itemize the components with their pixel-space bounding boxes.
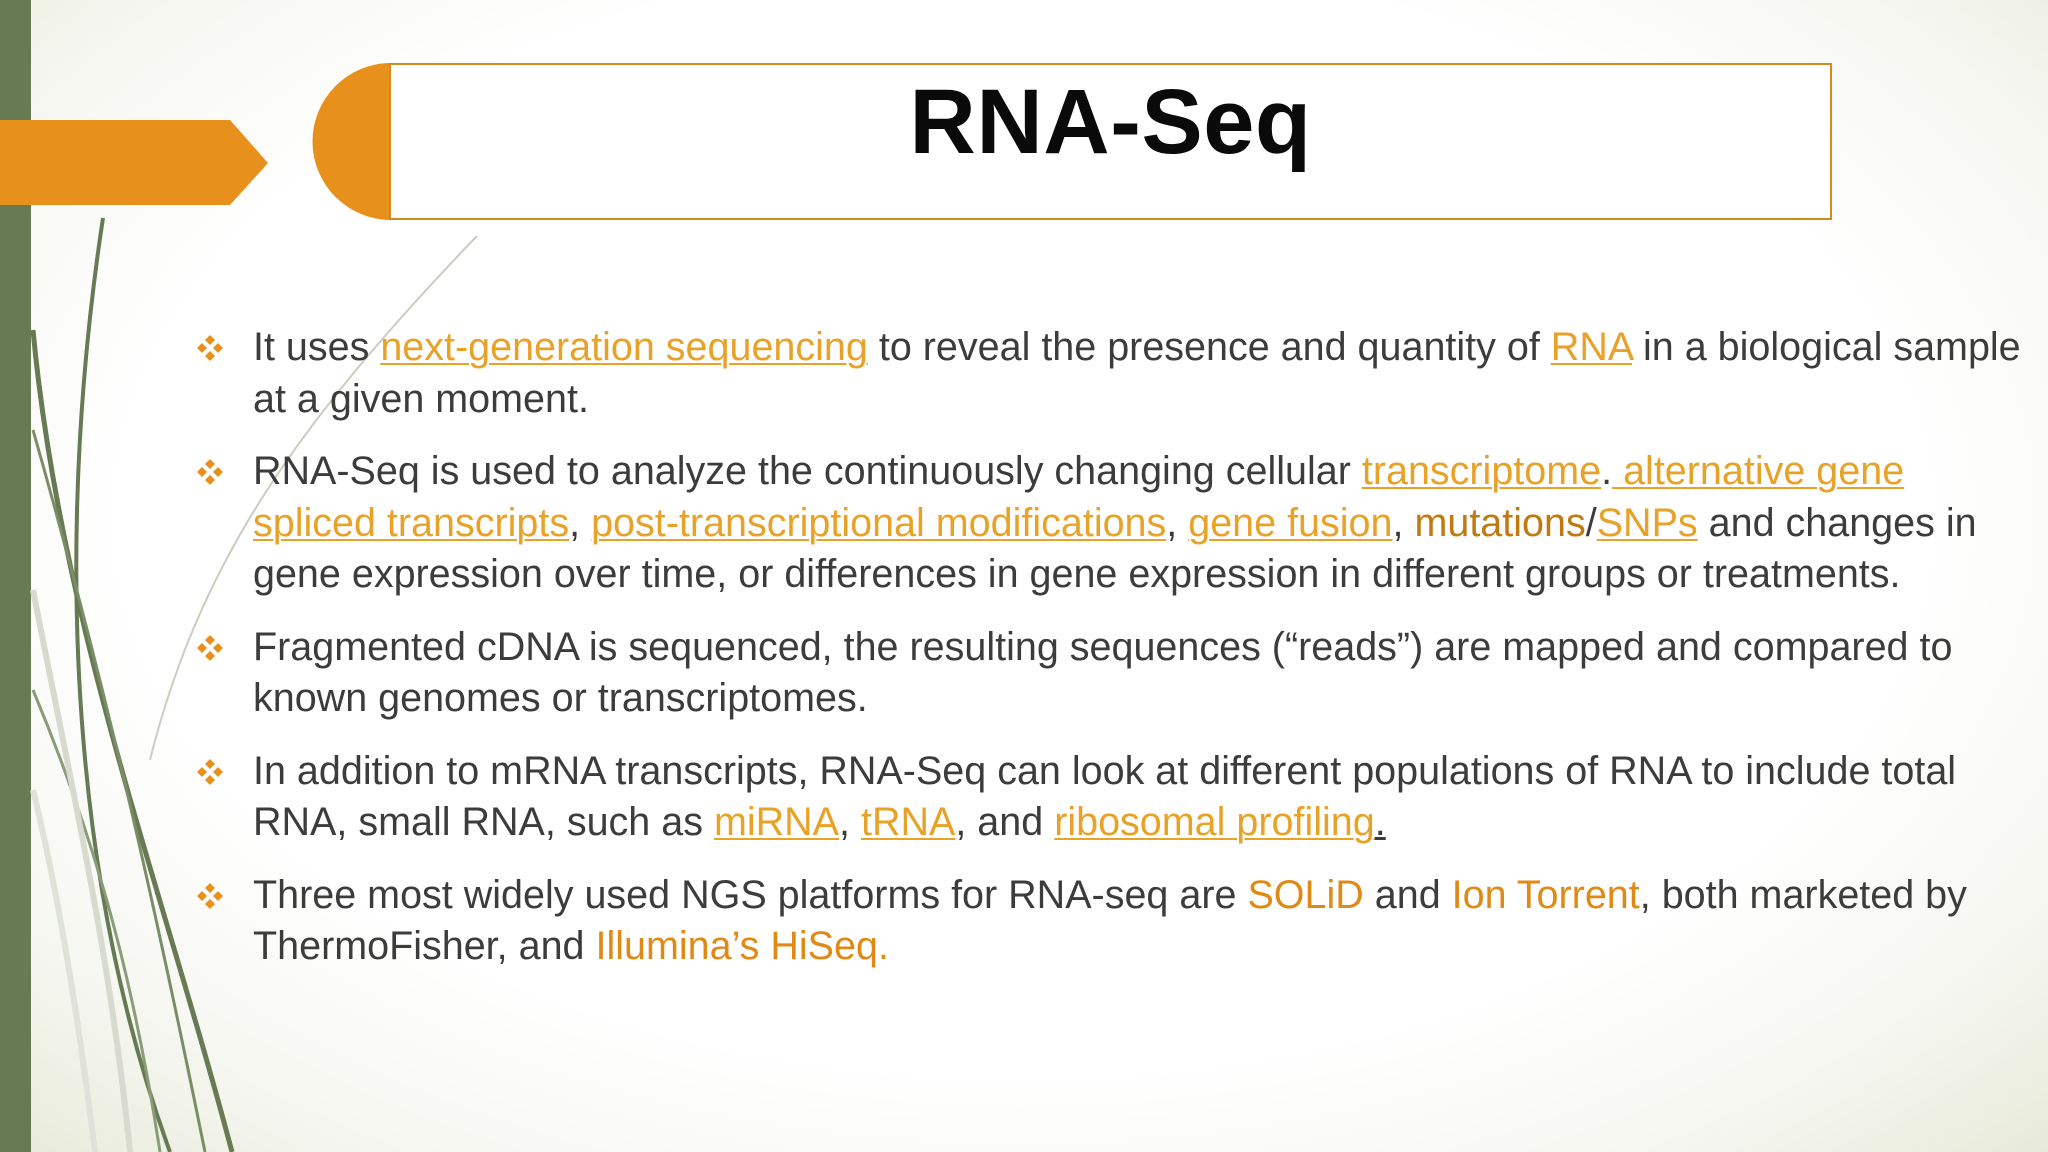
link-snps[interactable]: SNPs — [1596, 500, 1698, 545]
highlight-illumina-hiseq: Illumina’s HiSeq. — [595, 924, 889, 968]
link-next-generation-sequencing[interactable]: next-generation sequencing — [380, 325, 868, 369]
bullet-text: / — [1585, 500, 1597, 545]
bullet-text: In addition to mRNA transcripts, RNA-Seq… — [253, 748, 1957, 845]
highlight-solid: SOLiD — [1247, 872, 1364, 917]
bullet-text: in a biological sample at a given moment… — [253, 325, 2021, 421]
bullet-item: In addition to mRNA transcripts, RNA-Seq… — [195, 746, 2025, 849]
four-diamond-bullet-icon — [197, 758, 223, 785]
highlight-mutations: mutations — [1414, 500, 1586, 545]
bullet-text: , both marketed by ThermoFisher, and — [253, 872, 1967, 969]
bullet-text: It uses — [253, 325, 381, 369]
slide-title: RNA-Seq — [909, 71, 1312, 173]
bullet-text: . — [1374, 800, 1386, 844]
bullet-item: Three most widely used NGS platforms for… — [195, 870, 2025, 973]
title-half-circle — [312, 63, 391, 220]
bullet-text: . — [1601, 449, 1613, 493]
leaf-curve — [30, 589, 133, 1152]
arrow-shape — [0, 120, 268, 205]
bullet-item: RNA-Seq is used to analyze the continuou… — [195, 446, 2025, 601]
bullet-item: Fragmented cDNA is sequenced, the result… — [195, 622, 2025, 725]
bullet-text: to reveal the presence and quantity of — [867, 325, 1551, 369]
bullet-text: RNA-Seq is used to analyze the continuou… — [253, 449, 1362, 493]
bullet-list: It uses next-generation sequencing to re… — [195, 322, 2025, 994]
bullet-text: Fragmented cDNA is sequenced, the result… — [253, 624, 1953, 721]
four-diamond-bullet-icon — [197, 459, 223, 485]
bullet-text: , — [839, 800, 861, 844]
leaf-curve — [74, 217, 172, 1152]
title-box: RNA-Seq — [389, 63, 1832, 220]
leaf-curve — [149, 235, 478, 761]
bullet-text: , — [1166, 500, 1189, 545]
link-ribosomal-profiling[interactable]: ribosomal profiling — [1054, 800, 1375, 844]
four-diamond-bullet-icon — [197, 882, 223, 909]
link-post-transcriptional-modifications[interactable]: post-transcriptional modifications — [591, 500, 1167, 545]
bullet-text: and — [1363, 872, 1452, 917]
link-rna[interactable]: RNA — [1550, 325, 1633, 369]
bullet-text: , — [1392, 500, 1415, 545]
link-transcriptome[interactable]: transcriptome — [1361, 449, 1602, 493]
four-diamond-bullet-icon — [197, 335, 223, 361]
link-gene-fusion[interactable]: gene fusion — [1188, 500, 1393, 545]
bullet-text: and changes in gene expression over time… — [253, 500, 1977, 597]
link-trna[interactable]: tRNA — [860, 800, 956, 844]
bullet-item: It uses next-generation sequencing to re… — [195, 322, 2025, 425]
leaf-curve — [31, 429, 207, 1152]
link-mirna[interactable]: miRNA — [713, 800, 840, 844]
leaf-curve — [31, 689, 162, 1152]
bullet-text: , — [569, 500, 592, 545]
highlight-ion-torrent: Ion Torrent — [1451, 872, 1640, 917]
bullet-text: , and — [955, 800, 1055, 844]
bullet-text: Three most widely used NGS platforms for… — [253, 872, 1248, 917]
link-alternative-gene-spliced-transcripts[interactable]: alternative gene spliced transcripts — [253, 449, 1905, 545]
leaf-curve — [30, 789, 98, 1152]
four-diamond-bullet-icon — [197, 634, 223, 661]
